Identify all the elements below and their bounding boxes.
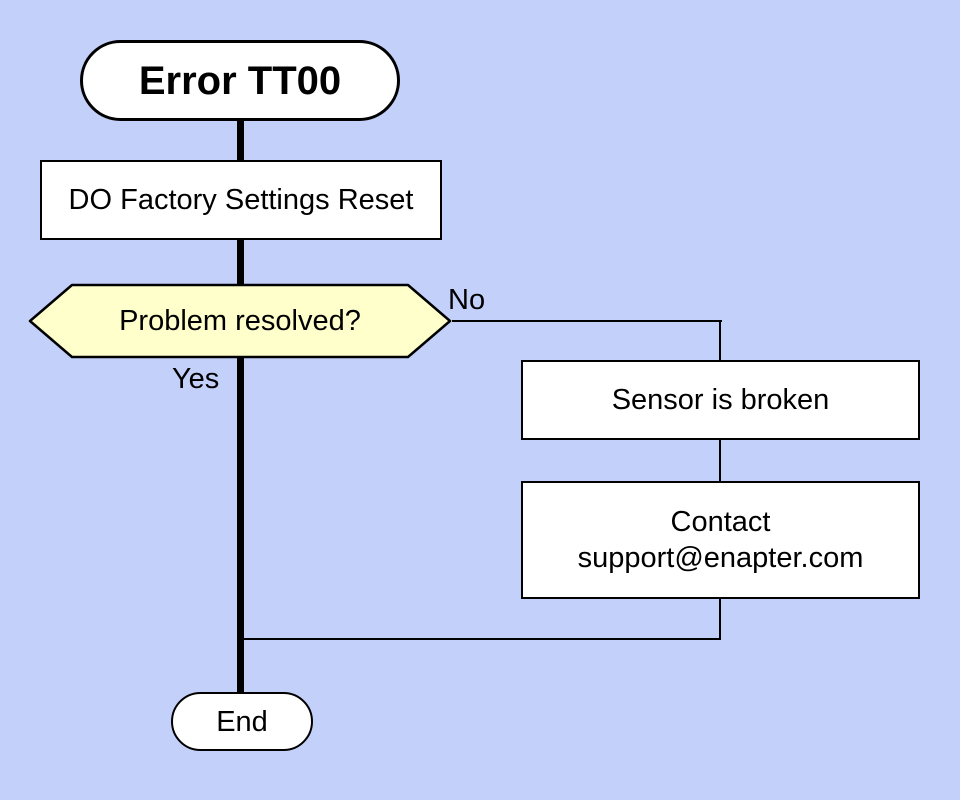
start-node-label: Error TT00 xyxy=(138,58,342,103)
branch-label-yes: Yes xyxy=(172,363,220,395)
start-node-error-tt00: Error TT00 xyxy=(80,40,400,121)
connector-sensor-to-contact xyxy=(719,440,721,482)
decision-node-problem-resolved: Problem resolved? xyxy=(28,283,452,359)
decision-hexagon-polygon xyxy=(28,283,452,359)
process-node-contact-support: Contact support@enapter.com xyxy=(521,481,920,599)
end-node: End xyxy=(171,692,313,751)
contact-node-line2: support@enapter.com xyxy=(577,542,864,574)
process-node-label: DO Factory Settings Reset xyxy=(68,184,414,216)
connector-main-spine xyxy=(237,118,244,696)
branch-label-no: No xyxy=(448,284,486,316)
process-node-factory-reset: DO Factory Settings Reset xyxy=(40,160,442,240)
process-node-sensor-broken: Sensor is broken xyxy=(521,360,920,440)
connector-rejoin-horizontal xyxy=(238,638,721,640)
connector-no-down-to-sensor xyxy=(719,321,721,362)
end-node-label: End xyxy=(216,705,268,738)
decision-hexagon-shape xyxy=(28,283,452,359)
decision-node-label: Problem resolved? xyxy=(119,304,361,337)
connector-contact-down xyxy=(719,598,721,640)
connector-no-horizontal xyxy=(452,320,722,322)
sensor-node-label: Sensor is broken xyxy=(611,384,830,416)
contact-node-line1: Contact xyxy=(670,506,771,538)
